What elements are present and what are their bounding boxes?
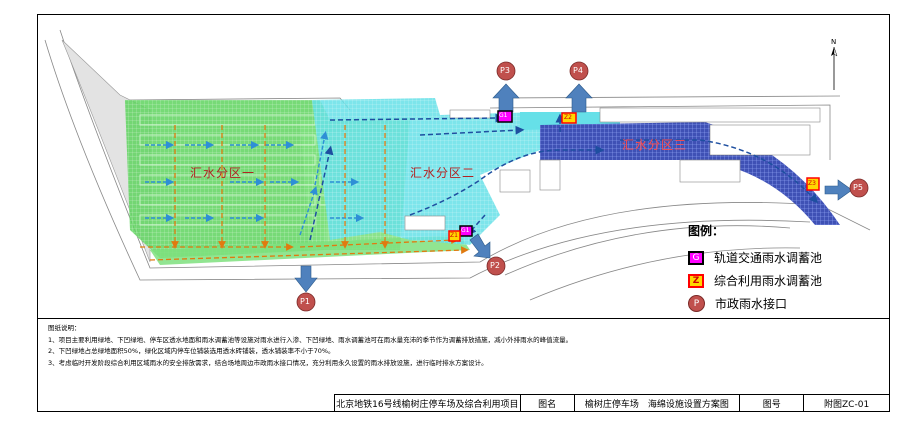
- drawing-name: 榆树庄停车场 海绵设施设置方案图: [575, 395, 741, 412]
- g1-north-label: G1: [499, 112, 508, 119]
- z2-label: Z2: [564, 114, 572, 121]
- project-name: 北京地铁16号线榆树庄停车场及综合利用项目: [335, 395, 521, 412]
- z1-label: Z1: [450, 232, 458, 239]
- notes-line: 2、下凹绿地占总绿地面积50%，绿化区域内停车位铺装选用透水砖铺装，透水铺装率不…: [48, 347, 335, 355]
- p1-label: P1: [300, 297, 310, 306]
- storage-tanks: [448, 110, 820, 242]
- p4-label: P4: [573, 66, 583, 75]
- p4-outlet-arrow: [565, 83, 593, 113]
- p5-circle: [849, 178, 869, 198]
- reuse-tank-icon: Z: [688, 273, 704, 288]
- drawing-frame: [37, 14, 890, 412]
- legend-item-reuse-tank: Z 综合利用雨水调蓄池: [688, 269, 878, 292]
- notes-title: 图纸说明：: [48, 324, 81, 332]
- outlet-arrows: [294, 83, 853, 293]
- p4-circle: [569, 61, 589, 81]
- notes-line: 3、考虑临时开发阶段综合利用区域雨水的安全排放需求，结合场地周边市政雨水接口情况…: [48, 358, 488, 367]
- zone2-label: 汇水分区二: [410, 166, 476, 180]
- p1-circle: [296, 292, 316, 312]
- z3-label: Z3: [808, 180, 816, 187]
- z1-tank: [448, 230, 461, 242]
- p2-circle: [486, 256, 506, 276]
- z2-tank: [561, 112, 577, 124]
- p2-label: P2: [490, 261, 500, 270]
- drawing-number-label: 图号: [740, 395, 805, 412]
- zone2-zone3-flow-arrows: [309, 113, 819, 241]
- zone1-collection-lines: [140, 125, 469, 261]
- zone3-label: 汇水分区三: [622, 138, 688, 152]
- notes-line: 1、项目主要利用绿地、下凹绿地、停车区透水地面和雨水调蓄池等设施对雨水进行入渗、…: [48, 335, 573, 344]
- g1-tank-north: [497, 110, 513, 123]
- legend-label: 轨道交通雨水调蓄池: [714, 251, 823, 265]
- legend-label: 综合利用雨水调蓄池: [714, 274, 823, 288]
- legend-title: 图例：: [688, 224, 725, 238]
- drawing-number: 附图ZC-01: [804, 395, 891, 412]
- zone1-label: 汇水分区一: [190, 166, 256, 180]
- legend-item-rail-tank: G 轨道交通雨水调蓄池: [688, 246, 878, 269]
- z3-tank: [806, 177, 820, 191]
- p5-outlet-arrow: [824, 179, 853, 201]
- north-arrow-icon: [831, 46, 838, 90]
- zone2-area: [312, 98, 620, 245]
- rail-tank-icon: G: [688, 250, 704, 265]
- legend: 图例： G 轨道交通雨水调蓄池 Z 综合利用雨水调蓄池 P 市政雨水接口: [688, 222, 878, 315]
- municipal-outlet-icon: P: [688, 295, 705, 312]
- drawing-name-label: 图名: [521, 395, 575, 412]
- zone3-area: [540, 122, 840, 225]
- title-block: 北京地铁16号线榆树庄停车场及综合利用项目 图名 榆树庄停车场 海绵设施设置方案…: [334, 394, 891, 412]
- legend-label: 市政雨水接口: [715, 297, 788, 311]
- buildings: [404, 107, 821, 231]
- p1-outlet-arrow: [294, 265, 318, 293]
- p3-label: P3: [500, 66, 510, 75]
- zone1-flow-arrows: [145, 130, 365, 236]
- g1-south-label: G1: [461, 227, 470, 234]
- drawing-notes: 图纸说明： 1、项目主要利用绿地、下凹绿地、停车区透水地面和雨水调蓄池等设施对雨…: [48, 323, 572, 369]
- notes-divider: [37, 318, 890, 319]
- p2-outlet-arrow: [469, 233, 491, 259]
- p3-outlet-arrow: [492, 83, 520, 113]
- legend-item-municipal-outlet: P 市政雨水接口: [688, 292, 878, 315]
- outlet-points: [296, 61, 869, 312]
- p5-label: P5: [853, 183, 863, 192]
- road-lines: [44, 29, 871, 301]
- p3-circle: [496, 61, 516, 81]
- north-label: N: [831, 38, 837, 46]
